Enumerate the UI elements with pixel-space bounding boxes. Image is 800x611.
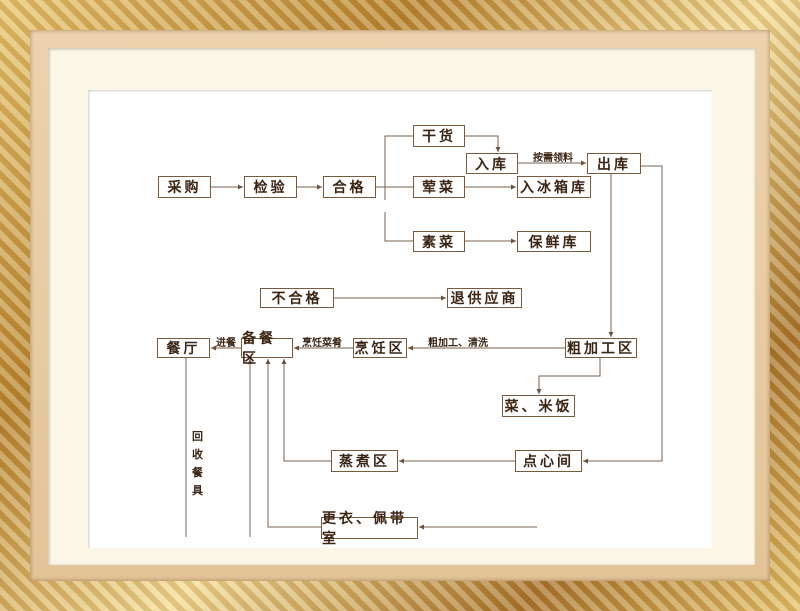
label-rough-wash: 粗加工、清洗	[428, 338, 488, 349]
node-cook-area: 烹饪区	[353, 338, 407, 358]
node-dish-rice: 菜、米饭	[502, 395, 575, 417]
node-fridge: 入冰箱库	[517, 176, 591, 198]
node-prep-area: 备餐区	[241, 331, 293, 367]
label-dine: 进餐	[216, 338, 236, 349]
label-cook-dishes: 烹饪菜肴	[302, 338, 342, 349]
node-unqualified: 不合格	[260, 288, 334, 308]
edge-steam-prep	[281, 359, 331, 462]
node-changing-room: 更衣、佩带室	[321, 511, 418, 547]
edge-changing-prep	[265, 359, 321, 528]
edge-dry-storein	[465, 135, 501, 152]
node-store-out: 出库	[587, 153, 641, 174]
label-recycle-tableware: 回收餐具	[192, 430, 203, 497]
label-on-demand: 按需领料	[533, 153, 573, 164]
node-pastry-room: 点心间	[515, 450, 582, 472]
node-rough-area: 粗加工区	[565, 338, 637, 358]
edge-branch-dry	[384, 135, 413, 200]
edge-rough-dishrice	[536, 358, 601, 394]
node-return-supplier: 退供应商	[447, 288, 522, 308]
node-fresh-store: 保鲜库	[517, 231, 591, 252]
node-qualified: 合格	[323, 176, 376, 198]
node-purchase: 采购	[158, 176, 211, 198]
node-store-in: 入库	[466, 153, 518, 174]
node-dry-goods: 干货	[413, 125, 465, 147]
edge-branch-veg	[384, 212, 413, 242]
node-meat: 荤菜	[413, 176, 465, 198]
node-restaurant: 餐厅	[157, 338, 210, 358]
node-inspect: 检验	[244, 176, 297, 198]
node-steam-area: 蒸煮区	[331, 450, 398, 472]
edge-storeout-pastry	[583, 165, 663, 464]
node-veg: 素菜	[413, 231, 465, 252]
